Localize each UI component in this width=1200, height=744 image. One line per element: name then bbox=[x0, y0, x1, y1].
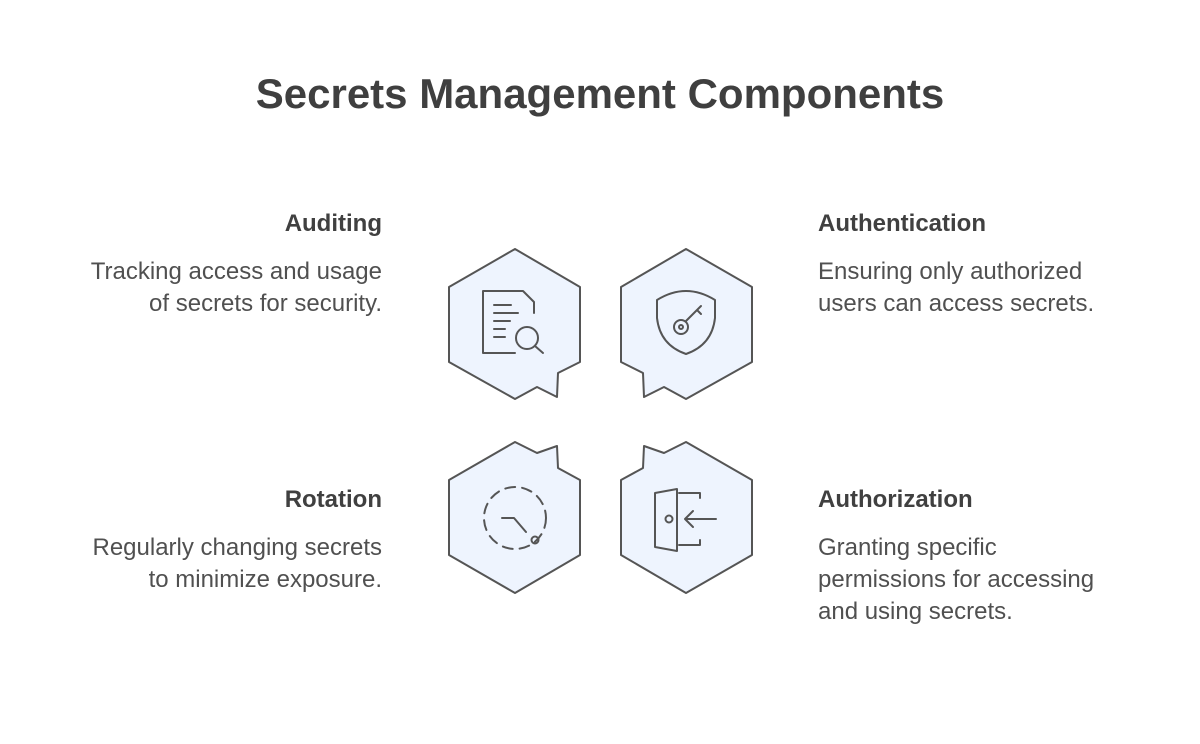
item-description: Ensuring only authorized users can acces… bbox=[818, 258, 1095, 317]
hexagon-auditing bbox=[448, 248, 581, 400]
item-heading: Rotation bbox=[284, 486, 382, 513]
item-rotation: Rotation Regularly changing secrets to m… bbox=[82, 486, 383, 596]
rotation-dial-icon bbox=[483, 486, 547, 550]
item-heading: Auditing bbox=[284, 210, 382, 237]
page-title: Secrets Management Components bbox=[255, 70, 945, 117]
item-heading: Authentication bbox=[818, 210, 986, 237]
item-authorization: Authorization Granting specific permissi… bbox=[818, 486, 1118, 628]
item-description: Tracking access and usage of secrets for… bbox=[90, 258, 382, 317]
item-heading: Authorization bbox=[818, 486, 973, 513]
item-authentication: Authentication Ensuring only authorized … bbox=[818, 210, 1118, 320]
item-description: Granting specific permissions for access… bbox=[818, 534, 1095, 625]
shield-key-icon bbox=[656, 290, 716, 355]
item-description: Regularly changing secrets to minimize e… bbox=[92, 534, 383, 593]
document-search-icon bbox=[482, 290, 544, 354]
item-auditing: Auditing Tracking access and usage of se… bbox=[82, 210, 382, 320]
door-enter-icon bbox=[654, 488, 717, 552]
